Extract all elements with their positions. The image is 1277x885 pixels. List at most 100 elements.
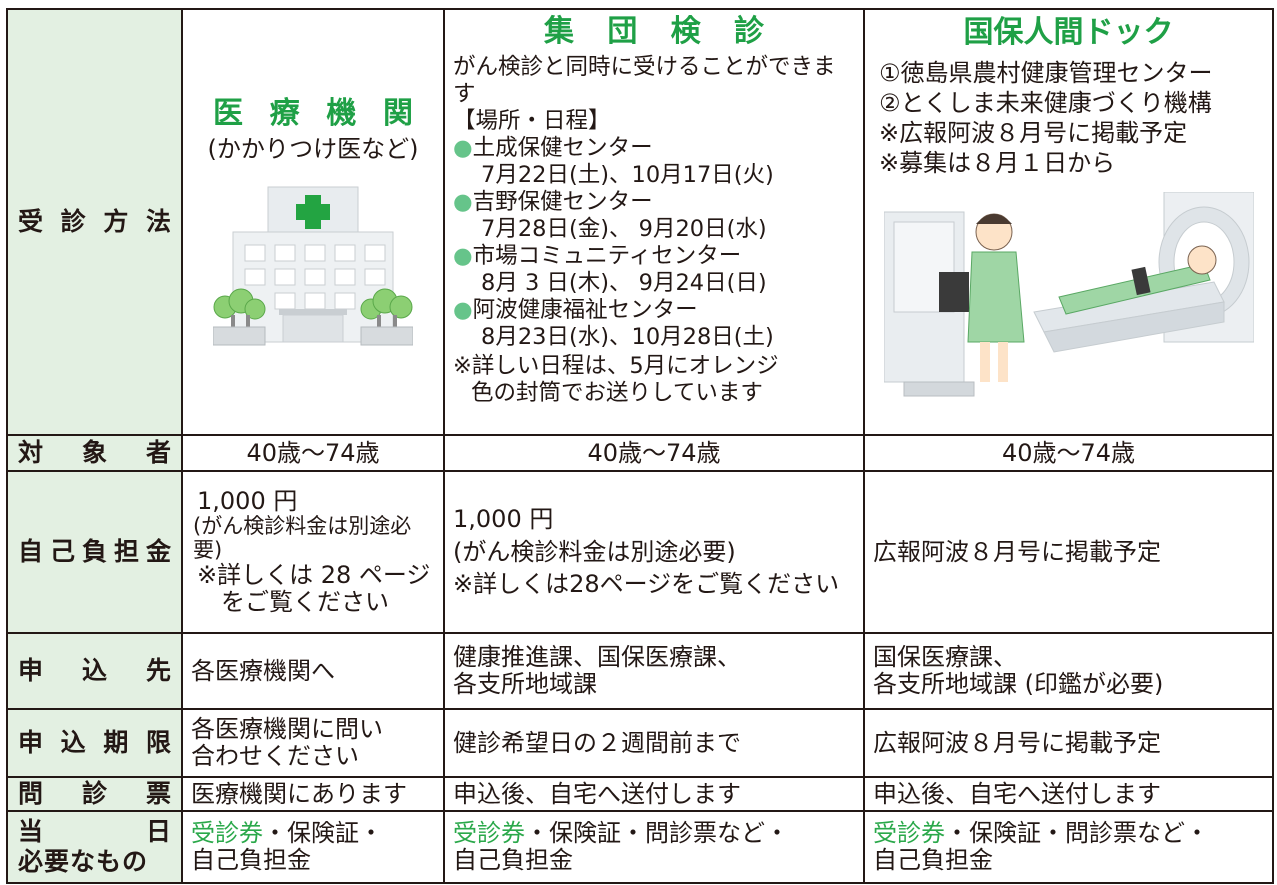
row-items: 当日 必要なもの 受診券・保険証・ 自己負担金 受診券・保険証・問診票など・ 自… (6, 810, 1274, 884)
site-1-dates: 7月28日(金)、 9月20日(水) (481, 216, 767, 242)
label-items-top-char: 日 (145, 817, 171, 846)
group-title-text-char: 集 (544, 14, 574, 49)
group-note-1: ※詳しい日程は、5月にオレンジ (453, 353, 779, 379)
cell-form-group: 申込後、自宅へ送付します (443, 776, 865, 812)
hospital-building-illustration (213, 186, 413, 346)
label-method-text-char: 方 (103, 207, 129, 236)
cell-deadline-clinic: 各医療機関に問い 合わせください (181, 708, 445, 778)
label-apply-text-char: 先 (145, 656, 171, 685)
site-1: ●吉野保健センター (453, 189, 653, 215)
label-cost-text-char: 負 (81, 537, 107, 566)
cost-clinic-line-4: をご覧ください (221, 587, 389, 616)
label-cost: 自己負担金 (6, 470, 183, 634)
group-title-text-char: 団 (607, 14, 638, 49)
cell-deadline-group: 健診希望日の２週間前まで (443, 708, 865, 778)
row-form: 問 診 票 医療機関にあります 申込後、自宅へ送付します 申込後、自宅へ送付します (6, 776, 1274, 812)
label-method: 受診方法 (6, 8, 183, 436)
ct-scanner-illustration (883, 191, 1254, 397)
cell-cost-dock: 広報阿波８月号に掲載予定 (863, 470, 1274, 634)
cell-cost-group: 1,000 円 (がん検診料金は別途必要) ※詳しくは28ページをご覧ください (443, 470, 865, 634)
clinic-title-text: 医療機関 (213, 97, 413, 131)
label-form-text-char: 票 (145, 779, 171, 808)
label-deadline-text: 申込期限 (18, 729, 171, 757)
label-items: 当日 必要なもの (6, 810, 183, 884)
site-0: ●土成保健センター (453, 135, 653, 161)
cell-deadline-dock: 広報阿波８月号に掲載予定 (863, 708, 1274, 778)
label-cost-text-char: 己 (49, 537, 75, 566)
cell-cost-clinic: 1,000 円 (がん検診料金は別途必要) ※詳しくは 28 ページ をご覧くだ… (181, 470, 445, 634)
row-apply-to: 申込先 各医療機関へ 健康推進課、国保医療課、 各支所地域課 国保医療課、 各支… (6, 632, 1274, 710)
group-title-text: 集団検診 (544, 14, 764, 50)
label-deadline-text-char: 期 (103, 728, 129, 757)
label-items-bottom: 必要なもの (18, 847, 149, 876)
label-form: 問診票 (6, 776, 183, 812)
cell-items-clinic: 受診券・保険証・ 自己負担金 (181, 810, 445, 884)
cell-form-clinic: 医療機関にあります (181, 776, 445, 812)
label-deadline: 申込期限 (6, 708, 183, 778)
label-method-text-char: 受 (18, 207, 44, 236)
site-3-dates: 8月23日(水)、10月28日(土) (481, 324, 774, 350)
label-deadline-text-char: 込 (60, 728, 86, 757)
label-target-text: 対象者 (18, 439, 171, 467)
site-3: ●阿波健康福祉センター (453, 297, 698, 323)
site-2-dates: 8月 3 日(木)、 9月24日(日) (481, 270, 767, 296)
checkup-comparison-table: 受診方法 医療機関 (かかりつけ医など) (6, 8, 1274, 884)
cell-target-dock: 40歳〜74歳 (863, 434, 1274, 472)
cell-method-group: 集団検診 がん検診と同時に受けることができます 【場所・日程】 ●土成保健センタ… (443, 8, 865, 436)
label-form-text: 問診票 (18, 780, 171, 808)
row-cost: 自己負担金 1,000 円 (がん検診料金は別途必要) ※詳しくは 28 ページ… (6, 470, 1274, 634)
site-list: ●土成保健センター 7月22日(土)、10月17日(火) ●吉野保健センター 7… (453, 135, 855, 351)
group-line-2: 【場所・日程】 (453, 108, 611, 134)
group-title-text-char: 検 (670, 14, 701, 49)
label-method-text: 受診方法 (18, 208, 171, 236)
label-method-text-char: 診 (60, 207, 86, 236)
cell-apply-clinic: 各医療機関へ (181, 632, 445, 710)
dock-line-1: ①徳島県農村健康管理センター (879, 58, 1213, 87)
clinic-title-text-char: 機 (326, 95, 357, 131)
bullet-icon: ● (453, 243, 473, 269)
cell-items-dock: 受診券・保険証・問診票など・ 自己負担金 (863, 810, 1274, 884)
label-apply-text-char: 申 (18, 656, 44, 685)
dock-line-4: ※募集は８月１日から (879, 148, 1116, 177)
label-form-text-char: 問 (18, 779, 44, 808)
clinic-title-text-char: 関 (382, 95, 413, 131)
label-deadline-text-char: 限 (145, 728, 171, 757)
cost-clinic-line-3: ※詳しくは 28 ページ (197, 561, 431, 590)
site-2: ●市場コミュニティセンター (453, 243, 742, 269)
cost-clinic-line-1: 1,000 円 (197, 487, 298, 516)
clinic-subtitle: (かかりつけ医など) (207, 135, 419, 164)
label-cost-text-char: 担 (113, 537, 139, 566)
group-note-2: 色の封筒でお送りしています (471, 380, 763, 406)
dock-line-3: ※広報阿波８月号に掲載予定 (879, 118, 1188, 147)
label-items-top-char: 当 (18, 817, 44, 846)
bullet-icon: ● (453, 189, 473, 215)
cell-method-clinic: 医療機関 (かかりつけ医など) (181, 8, 445, 436)
bullet-icon: ● (453, 135, 473, 161)
group-line-1: がん検診と同時に受けることができます (453, 54, 836, 107)
row-method: 受診方法 医療機関 (かかりつけ医など) (6, 8, 1274, 436)
label-target: 対象者 (6, 434, 183, 472)
label-form-text-char: 診 (81, 779, 107, 808)
cell-apply-group: 健康推進課、国保医療課、 各支所地域課 (443, 632, 865, 710)
clinic-title-text-char: 療 (269, 95, 300, 131)
dock-title: 国保人間ドック (963, 15, 1174, 50)
cell-target-group: 40歳〜74歳 (443, 434, 865, 472)
label-apply-text-char: 込 (81, 656, 107, 685)
clinic-title-text-char: 医 (213, 95, 243, 131)
label-deadline-text-char: 申 (18, 728, 44, 757)
label-apply-text: 申込先 (18, 657, 171, 685)
row-deadline: 申込期限 各医療機関に問い 合わせください 健診希望日の２週間前まで 広報阿波８… (6, 708, 1274, 778)
label-cost-text: 自己負担金 (18, 538, 171, 566)
group-title-text-char: 診 (733, 14, 764, 49)
label-target-text-char: 象 (81, 438, 107, 467)
bullet-icon: ● (453, 297, 473, 323)
label-cost-text-char: 金 (145, 537, 171, 566)
label-apply-to: 申込先 (6, 632, 183, 710)
cell-form-dock: 申込後、自宅へ送付します (863, 776, 1274, 812)
label-items-top: 当日 (18, 817, 171, 847)
cell-target-clinic: 40歳〜74歳 (181, 434, 445, 472)
cost-group-line-1: 1,000 円 (453, 505, 554, 534)
label-cost-text-char: 自 (18, 537, 44, 566)
cost-clinic-line-2: (がん検診料金は別途必要) (193, 514, 412, 562)
cell-method-dock: 国保人間ドック ①徳島県農村健康管理センター ②とくしま未来健康づくり機構 ※広… (863, 8, 1274, 436)
